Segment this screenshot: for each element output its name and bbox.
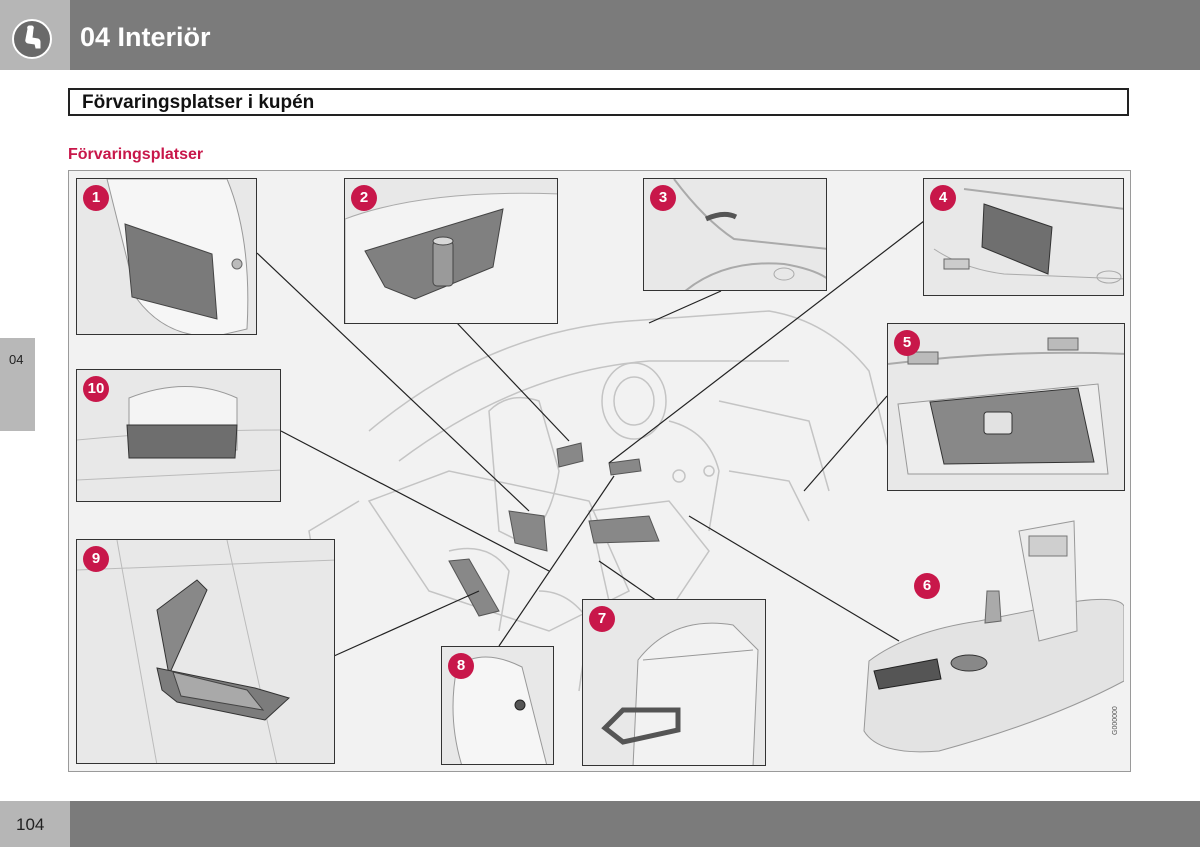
callout-6: 6	[914, 573, 940, 599]
footer-left-block	[0, 801, 70, 847]
callout-1: 1	[83, 185, 109, 211]
chapter-side-tab: 04	[0, 338, 35, 431]
callout-8: 8	[448, 653, 474, 679]
chapter-side-tab-label: 04	[9, 352, 24, 367]
panel-ticket-holder: 3	[643, 178, 827, 291]
header-left-block	[0, 0, 70, 70]
chapter-title: 04 Interiör	[80, 22, 211, 52]
subsection-title: Förvaringsplatser	[68, 146, 204, 163]
panel-center-armrest: 10	[76, 369, 281, 502]
callout-2: 2	[351, 185, 377, 211]
header-bar	[70, 0, 1200, 70]
panel-coat-hook: 8	[441, 646, 554, 765]
panel-armrest-rear: 7	[582, 599, 766, 766]
panel-glovebox: 5	[887, 323, 1125, 491]
panel-seat-back-pocket: 1	[76, 178, 257, 335]
callout-10: 10	[83, 376, 109, 402]
panel-door-pocket: 2	[344, 178, 558, 324]
seat-icon	[12, 19, 52, 59]
callout-5: 5	[894, 330, 920, 356]
storage-illustration: 1 2 3 4	[68, 170, 1131, 772]
page-number: 104	[16, 815, 45, 834]
panel-rear-armrest-storage: 9	[76, 539, 335, 764]
callout-4: 4	[930, 185, 956, 211]
figure-code: G000000	[1112, 706, 1119, 735]
footer-bar	[70, 801, 1200, 847]
panel-tunnel-console	[863, 520, 1124, 753]
panel-seat-side-pocket: 4	[923, 178, 1124, 296]
section-heading-box: Förvaringsplatser i kupén	[68, 88, 1129, 116]
callout-9: 9	[83, 546, 109, 572]
callout-7: 7	[589, 606, 615, 632]
callout-3: 3	[650, 185, 676, 211]
section-title: Förvaringsplatser i kupén	[82, 92, 315, 113]
